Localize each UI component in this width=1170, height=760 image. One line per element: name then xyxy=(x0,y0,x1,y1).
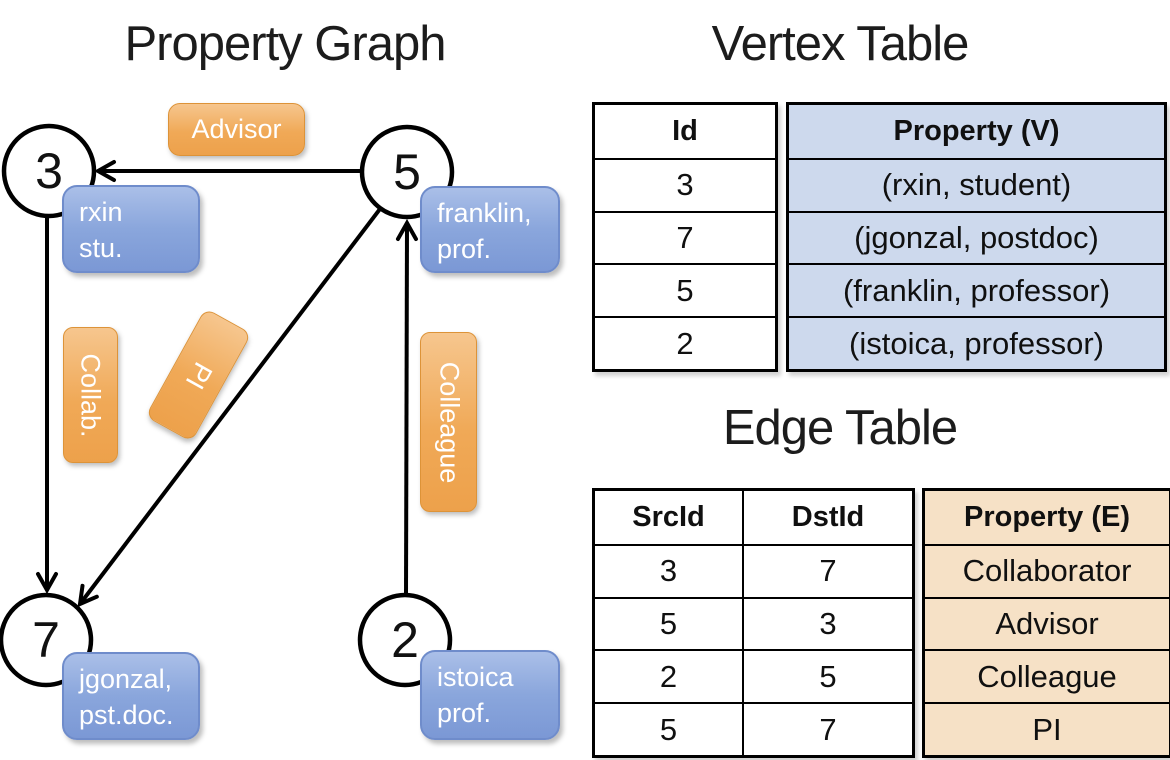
table-cell: 5 xyxy=(659,711,678,747)
vertex-property-line: istoica xyxy=(437,662,514,692)
edge-label-advisor-text: Advisor xyxy=(191,114,282,144)
edge-table-id-columns: SrcId DstId 3 7 5 3 2 5 5 7 xyxy=(592,488,915,758)
vertex-property-box-jgonzal: jgonzal, pst.doc. xyxy=(62,652,200,740)
table-cell: 2 xyxy=(595,316,775,369)
vertex-property-line: prof. xyxy=(437,234,492,264)
vertex-property-line: jgonzal, xyxy=(79,664,173,694)
edge-table-property-column: Property (E) Collaborator Advisor Collea… xyxy=(922,488,1170,758)
property-graph-title: Property Graph xyxy=(124,17,447,71)
table-cell: 2 xyxy=(659,658,678,694)
table-cell: (istoica, professor) xyxy=(789,316,1164,369)
edge-2-to-5 xyxy=(406,223,407,598)
edge-table-header-property: Property (E) xyxy=(964,500,1130,533)
vertex-property-box-rxin: rxin stu. xyxy=(62,185,200,273)
table-cell: 5 xyxy=(595,263,775,316)
table-row: 5 3 xyxy=(595,596,912,650)
table-cell: 7 xyxy=(595,210,775,264)
vertex-property-line: pst.doc. xyxy=(79,700,174,730)
table-cell: 3 xyxy=(659,553,678,589)
edge-table-header-dstid: DstId xyxy=(742,491,912,544)
table-row: 2 5 xyxy=(595,649,912,703)
edge-label-colleague-text: Colleague xyxy=(434,361,464,483)
vertex-table-property-column: Property (V) (rxin, student) (jgonzal, p… xyxy=(786,102,1167,372)
edge-label-collab: Collab. xyxy=(63,327,118,463)
vertex-property-box-istoica: istoica prof. xyxy=(420,650,560,740)
edge-table-header-srcid: SrcId xyxy=(632,500,705,533)
table-cell: 7 xyxy=(742,704,912,755)
edge-label-advisor: Advisor xyxy=(168,103,305,156)
vertex-table-header-property: Property (V) xyxy=(893,114,1060,147)
vertex-table-id-column: Id 3 7 5 2 xyxy=(592,102,778,372)
table-cell: 7 xyxy=(742,545,912,597)
table-cell: (rxin, student) xyxy=(789,157,1164,211)
vertex-table-header-id: Id xyxy=(672,114,698,147)
vertex-table-title: Vertex Table xyxy=(711,17,970,71)
edge-5-to-7 xyxy=(80,199,388,604)
table-cell: (jgonzal, postdoc) xyxy=(789,210,1164,264)
table-cell: 5 xyxy=(742,651,912,703)
table-cell: 5 xyxy=(659,605,678,641)
table-cell: 3 xyxy=(742,598,912,650)
table-cell: PI xyxy=(925,702,1169,755)
table-row: 3 7 xyxy=(595,543,912,597)
edge-label-colleague: Colleague xyxy=(420,332,477,512)
vertex-property-line: stu. xyxy=(79,233,123,263)
vertex-property-line: rxin xyxy=(79,197,123,227)
table-header-row: SrcId DstId xyxy=(595,491,912,544)
vertex-id-2: 2 xyxy=(391,612,419,668)
table-cell: 3 xyxy=(595,157,775,211)
table-cell: Collaborator xyxy=(925,543,1169,597)
edge-table-title: Edge Table xyxy=(722,401,958,455)
vertex-property-line: franklin, xyxy=(437,198,532,228)
vertex-id-3: 3 xyxy=(35,143,63,199)
table-cell: Advisor xyxy=(925,596,1169,650)
vertex-id-7: 7 xyxy=(32,612,60,668)
table-cell: Colleague xyxy=(925,649,1169,702)
table-row: 5 7 xyxy=(595,702,912,755)
edge-label-collab-text: Collab. xyxy=(76,352,107,438)
edge-label-pi-text: PI xyxy=(179,356,219,394)
vertex-id-5: 5 xyxy=(393,144,421,200)
table-cell: (franklin, professor) xyxy=(789,263,1164,316)
vertex-property-box-franklin: franklin, prof. xyxy=(420,186,560,273)
vertex-property-line: prof. xyxy=(437,698,492,728)
